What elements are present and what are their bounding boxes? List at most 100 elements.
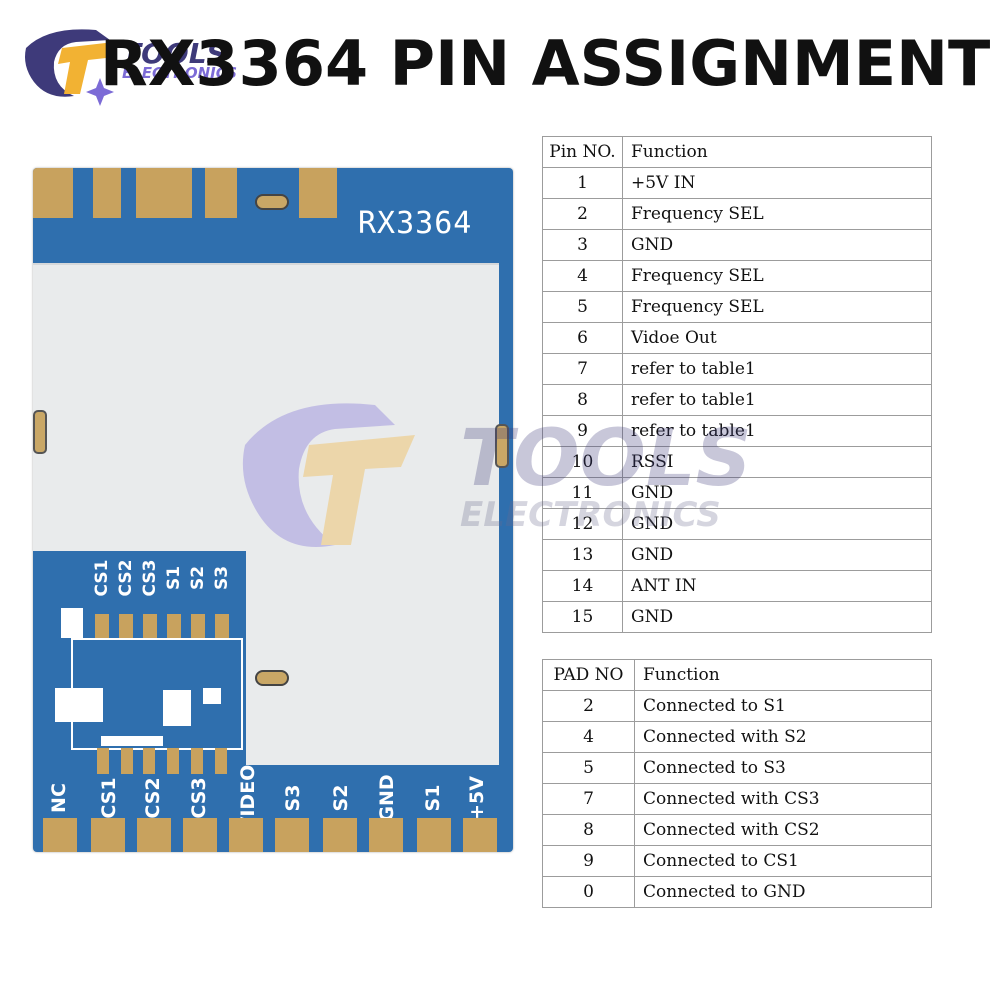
bottom-pad bbox=[91, 818, 125, 852]
row-function-cell: Connected to S1 bbox=[634, 690, 932, 722]
table-row: 1+5V IN bbox=[542, 167, 932, 199]
row-number-cell: 5 bbox=[542, 752, 635, 784]
row-number-cell: 12 bbox=[542, 508, 623, 540]
row-number-cell: 2 bbox=[542, 198, 623, 230]
row-number-cell: 7 bbox=[542, 783, 635, 815]
solder-jumper-pad bbox=[167, 614, 181, 640]
silkscreen-mark bbox=[163, 690, 191, 726]
silkscreen-mark bbox=[101, 736, 163, 746]
solder-jumper-pad bbox=[119, 614, 133, 640]
top-pad bbox=[93, 168, 121, 218]
row-function-cell: refer to table1 bbox=[622, 415, 932, 447]
top-pad bbox=[205, 168, 237, 218]
row-number-cell: 0 bbox=[542, 876, 635, 908]
row-function-cell: GND bbox=[622, 508, 932, 540]
row-function-cell: Vidoe Out bbox=[622, 322, 932, 354]
row-function-cell: Connected to CS1 bbox=[634, 845, 932, 877]
solder-jumper-pad bbox=[167, 748, 179, 774]
bottom-pad bbox=[137, 818, 171, 852]
oval-pad bbox=[255, 670, 289, 686]
column-header-pad-no: PAD NO bbox=[542, 659, 635, 691]
solder-jumper-pad bbox=[191, 614, 205, 640]
row-function-cell: +5V IN bbox=[622, 167, 932, 199]
oval-pad bbox=[255, 194, 289, 210]
column-header-function: Function bbox=[634, 659, 932, 691]
rx3364-module-board: RX3364 CS1 CS2 CS3 S1 S2 S3 NC CS1 CS2 C… bbox=[33, 168, 513, 852]
logo-wordmark: TOOLS ELECTRONICS bbox=[122, 40, 237, 81]
row-number-cell: 3 bbox=[542, 229, 623, 261]
row-function-cell: Connected with S2 bbox=[634, 721, 932, 753]
row-number-cell: 13 bbox=[542, 539, 623, 571]
row-function-cell: Connected with CS3 bbox=[634, 783, 932, 815]
solder-jumper-pad bbox=[143, 748, 155, 774]
row-function-cell: Frequency SEL bbox=[622, 260, 932, 292]
solder-jumper-pad bbox=[143, 614, 157, 640]
tools-electronics-logo bbox=[25, 29, 114, 106]
row-number-cell: 1 bbox=[542, 167, 623, 199]
bottom-pad bbox=[43, 818, 77, 852]
pad-label-5v: +5V bbox=[466, 776, 488, 820]
bottom-pad bbox=[463, 818, 497, 852]
solder-jumper-pad bbox=[121, 748, 133, 774]
table-header-row: PAD NO Function bbox=[542, 659, 932, 691]
row-number-cell: 8 bbox=[542, 814, 635, 846]
side-slot bbox=[495, 424, 509, 468]
row-function-cell: RSSI bbox=[622, 446, 932, 478]
row-function-cell: Connected to S3 bbox=[634, 752, 932, 784]
row-number-cell: 5 bbox=[542, 291, 623, 323]
row-function-cell: GND bbox=[622, 539, 932, 571]
row-number-cell: 7 bbox=[542, 353, 623, 385]
row-function-cell: ANT IN bbox=[622, 570, 932, 602]
solder-jumper-pad bbox=[97, 748, 109, 774]
table-header-row: Pin NO. Function bbox=[542, 136, 932, 168]
row-number-cell: 14 bbox=[542, 570, 623, 602]
top-pad bbox=[136, 168, 192, 218]
bottom-pad bbox=[183, 818, 217, 852]
logo-text-tools: TOOLS bbox=[122, 37, 227, 70]
bottom-pad bbox=[417, 818, 451, 852]
silkscreen-mark bbox=[61, 608, 83, 638]
row-number-cell: 9 bbox=[542, 415, 623, 447]
page-title: RX3364 PIN ASSIGNMENT bbox=[100, 27, 991, 100]
board-label-s3: S3 bbox=[212, 565, 232, 591]
bottom-pad bbox=[275, 818, 309, 852]
row-number-cell: 8 bbox=[542, 384, 623, 416]
bottom-pad bbox=[229, 818, 263, 852]
bottom-pad bbox=[369, 818, 403, 852]
row-number-cell: 4 bbox=[542, 721, 635, 753]
solder-jumper-pad bbox=[95, 614, 109, 640]
row-function-cell: Frequency SEL bbox=[622, 198, 932, 230]
logo-text-electronics: ELECTRONICS bbox=[122, 64, 238, 82]
row-number-cell: 9 bbox=[542, 845, 635, 877]
row-function-cell: GND bbox=[622, 601, 932, 633]
row-function-cell: refer to table1 bbox=[622, 353, 932, 385]
solder-jumper-pad bbox=[215, 748, 227, 774]
row-number-cell: 15 bbox=[542, 601, 623, 633]
solder-jumper-pad bbox=[191, 748, 203, 774]
row-number-cell: 6 bbox=[542, 322, 623, 354]
shield-notch bbox=[33, 551, 246, 768]
silkscreen-mark bbox=[55, 688, 103, 722]
row-number-cell: 4 bbox=[542, 260, 623, 292]
